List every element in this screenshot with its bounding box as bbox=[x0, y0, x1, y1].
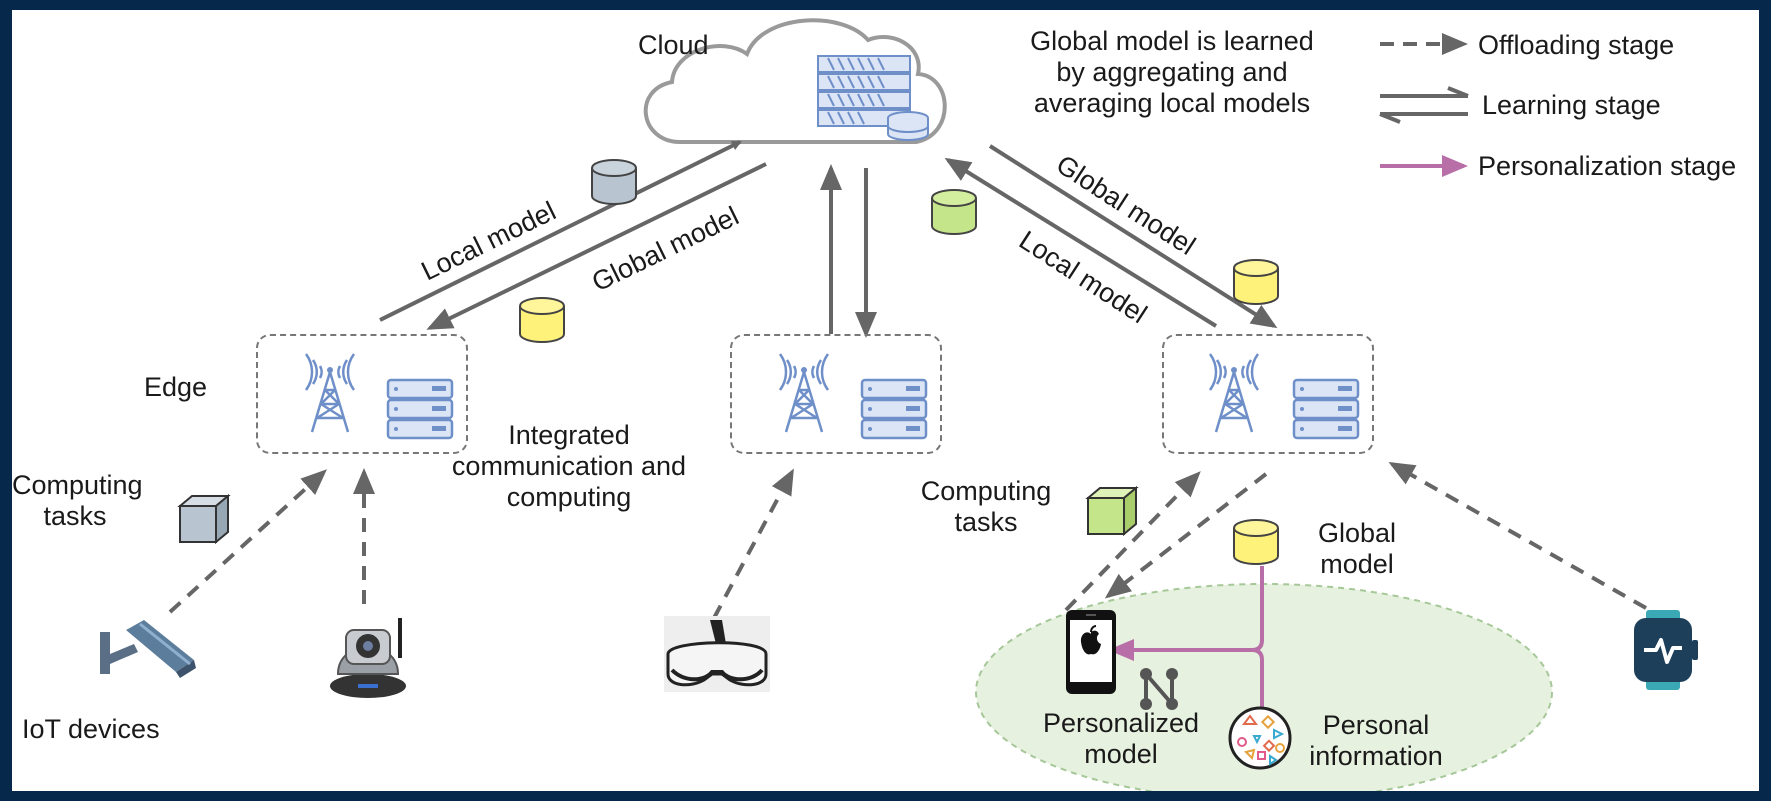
offload-arrow-phone-up bbox=[1064, 471, 1201, 612]
smartwatch-icon bbox=[1634, 610, 1698, 690]
global-model-cylinder-right bbox=[1233, 259, 1279, 305]
local-model-arrow-left bbox=[379, 140, 742, 322]
edge-node-left bbox=[256, 334, 468, 454]
diagram-canvas: Cloud Edge IoT devices Computing tasks C… bbox=[12, 10, 1759, 791]
global-model-arrow-left bbox=[426, 162, 767, 330]
legend-learning-label: Learning stage bbox=[1482, 90, 1661, 120]
computing-task-cube-green bbox=[1085, 485, 1139, 537]
cloud-label: Cloud bbox=[638, 30, 709, 60]
global-model-cylinder-device bbox=[1233, 519, 1279, 565]
computing-task-cube-gray bbox=[177, 493, 231, 545]
local-model-arrow-right bbox=[944, 157, 1218, 328]
ip-camera-icon bbox=[330, 618, 406, 698]
global-model-device-label: Global model bbox=[1317, 518, 1397, 579]
vr-headset-icon bbox=[664, 616, 770, 692]
personalized-model-label: Personalized model bbox=[1042, 708, 1200, 769]
computing-tasks-left-label: Computing tasks bbox=[12, 470, 143, 531]
global-model-arrow-right bbox=[988, 144, 1278, 329]
personalized-model-network-icon bbox=[1140, 668, 1178, 710]
personalization-arrow-info bbox=[1251, 648, 1264, 730]
cctv-camera-icon bbox=[100, 620, 196, 678]
personal-information-label: Personal information bbox=[1309, 710, 1443, 771]
legend-graphics bbox=[1379, 33, 1469, 177]
integrated-label: Integrated communication and computing bbox=[451, 420, 687, 512]
legend-personalization-label: Personalization stage bbox=[1478, 151, 1737, 181]
edge-node-right bbox=[1162, 334, 1374, 454]
iot-devices-label: IoT devices bbox=[22, 714, 160, 744]
offload-arrow-watch bbox=[1388, 462, 1647, 610]
edge-label: Edge bbox=[144, 372, 208, 402]
smartphone-icon bbox=[1066, 610, 1116, 694]
cloud-icon bbox=[643, 18, 947, 144]
computing-tasks-right-label: Computing tasks bbox=[920, 476, 1052, 537]
personal-information-icon bbox=[1228, 706, 1292, 770]
global-model-note: Global model is learned by aggregating a… bbox=[1030, 26, 1314, 118]
local-model-cylinder-green bbox=[931, 189, 977, 235]
offload-arrow-vr bbox=[712, 468, 794, 619]
offload-arrow-cctv bbox=[168, 469, 327, 614]
edge-node-center bbox=[730, 334, 942, 454]
legend-learning-arrows bbox=[1379, 86, 1469, 124]
legend-offloading-label: Offloading stage bbox=[1478, 30, 1675, 60]
global-model-cylinder-left bbox=[519, 297, 565, 343]
local-model-cylinder-gray bbox=[591, 159, 637, 205]
offload-arrow-phone-down bbox=[1104, 472, 1268, 599]
diagram-graphics bbox=[100, 18, 1698, 791]
